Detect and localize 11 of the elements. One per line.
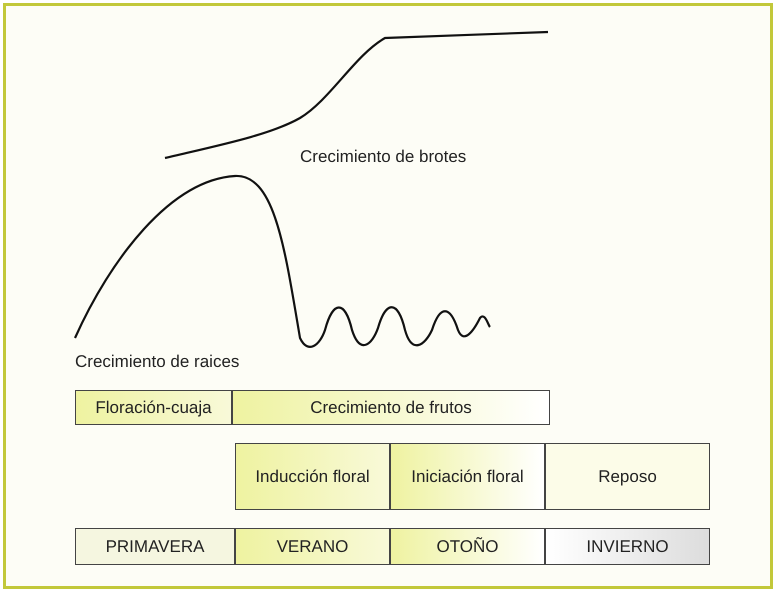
- curve-label: Crecimiento de brotes: [300, 147, 466, 167]
- fruit-growth-bar: Crecimiento de frutos: [232, 390, 550, 425]
- season-cell: INVIERNO: [545, 528, 710, 565]
- floral-induction-cell: Inducción floral: [235, 443, 390, 510]
- curve-label: Crecimiento de raices: [75, 352, 240, 372]
- season-cell: VERANO: [235, 528, 390, 565]
- dormancy-cell: Reposo: [545, 443, 710, 510]
- season-cell: OTOÑO: [390, 528, 545, 565]
- floral-initiation-cell: Iniciación floral: [390, 443, 545, 510]
- flowering-fruit-set-bar: Floración-cuaja: [75, 390, 232, 425]
- season-cell: PRIMAVERA: [75, 528, 235, 565]
